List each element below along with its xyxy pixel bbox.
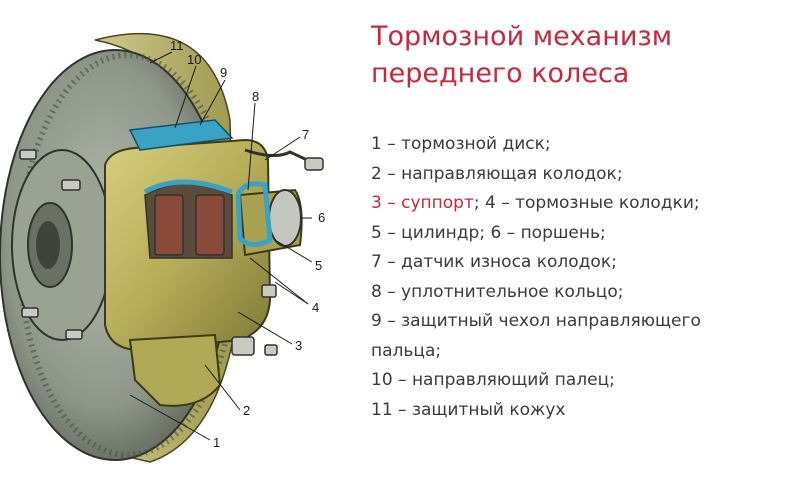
callout-9: 9 (220, 65, 227, 80)
window-boot-trim (143, 179, 233, 195)
brake-drawing: 1 2 3 4 5 6 7 8 9 10 11 (0, 32, 325, 463)
legend-text: 11 – защитный кожух (371, 399, 566, 420)
hub-center (36, 221, 60, 269)
legend-text: 8 – уплотнительное кольцо; (371, 281, 624, 302)
legend-text: 1 – тормозной диск; (371, 134, 551, 154)
title-line-2: переднего колеса (371, 58, 630, 89)
legend-item: 7 – датчик износа колодок; (371, 248, 781, 278)
seal-ring (235, 181, 273, 247)
callout-5: 5 (315, 258, 322, 273)
legend-item: 8 – уплотнительное кольцо; (371, 278, 781, 308)
wheel-studs (19, 149, 83, 340)
parts-legend: 1 – тормозной диск; 2 – направляющая коло… (371, 130, 781, 425)
callout-11: 11 (170, 38, 184, 53)
legend-text: пальца; (371, 340, 442, 361)
callout-3: 3 (295, 338, 302, 353)
callout-1: 1 (213, 435, 220, 450)
callout-4: 4 (312, 300, 319, 315)
legend-item: 11 – защитный кожух (371, 396, 781, 426)
legend-text: 10 – направляющий палец; (371, 370, 615, 390)
legend-text: 5 – цилиндр; 6 – поршень; (371, 222, 606, 243)
legend-item: 1 – тормозной диск; (371, 130, 781, 160)
legend-item: 9 – защитный чехол направляющего (371, 307, 781, 337)
callout-7: 7 (302, 127, 309, 142)
legend-highlight-text: 3 – суппорт (371, 193, 474, 213)
legend-item: 5 – цилиндр; 6 – поршень; (371, 219, 781, 249)
legend-item: пальца; (371, 337, 781, 367)
leader-lines (129, 51, 313, 441)
callout-numbers: 1 2 3 4 5 6 7 8 9 10 11 (170, 38, 325, 450)
callout-2: 2 (243, 403, 250, 418)
caliper-bolts (231, 284, 278, 356)
legend-text: ; 4 – тормозные колодки; (473, 193, 700, 213)
callout-10: 10 (187, 52, 201, 67)
page-title: Тормозной механизм переднего колеса (371, 18, 771, 92)
legend-item: 10 – направляющий палец; (371, 366, 781, 396)
guide-pin-boot (128, 119, 234, 151)
callout-6: 6 (318, 210, 325, 225)
legend-text: 7 – датчик износа колодок; (371, 252, 617, 272)
legend-text: 2 – направляющая колодок; (371, 163, 623, 184)
brake-pad-right (195, 194, 225, 256)
title-line-1: Тормозной механизм (371, 21, 673, 52)
piston (268, 189, 302, 247)
legend-text: 9 – защитный чехол направляющего (371, 311, 701, 331)
legend-item: 2 – направляющая колодок; (371, 160, 781, 190)
legend-item: 3 – суппорт; 4 – тормозные колодки; (371, 189, 781, 219)
brake-pad-left (154, 194, 184, 256)
callout-8: 8 (252, 89, 259, 104)
wear-sensor-connector (304, 157, 324, 171)
brake-assembly-illustration: 1 2 3 4 5 6 7 8 9 10 11 (0, 0, 360, 479)
